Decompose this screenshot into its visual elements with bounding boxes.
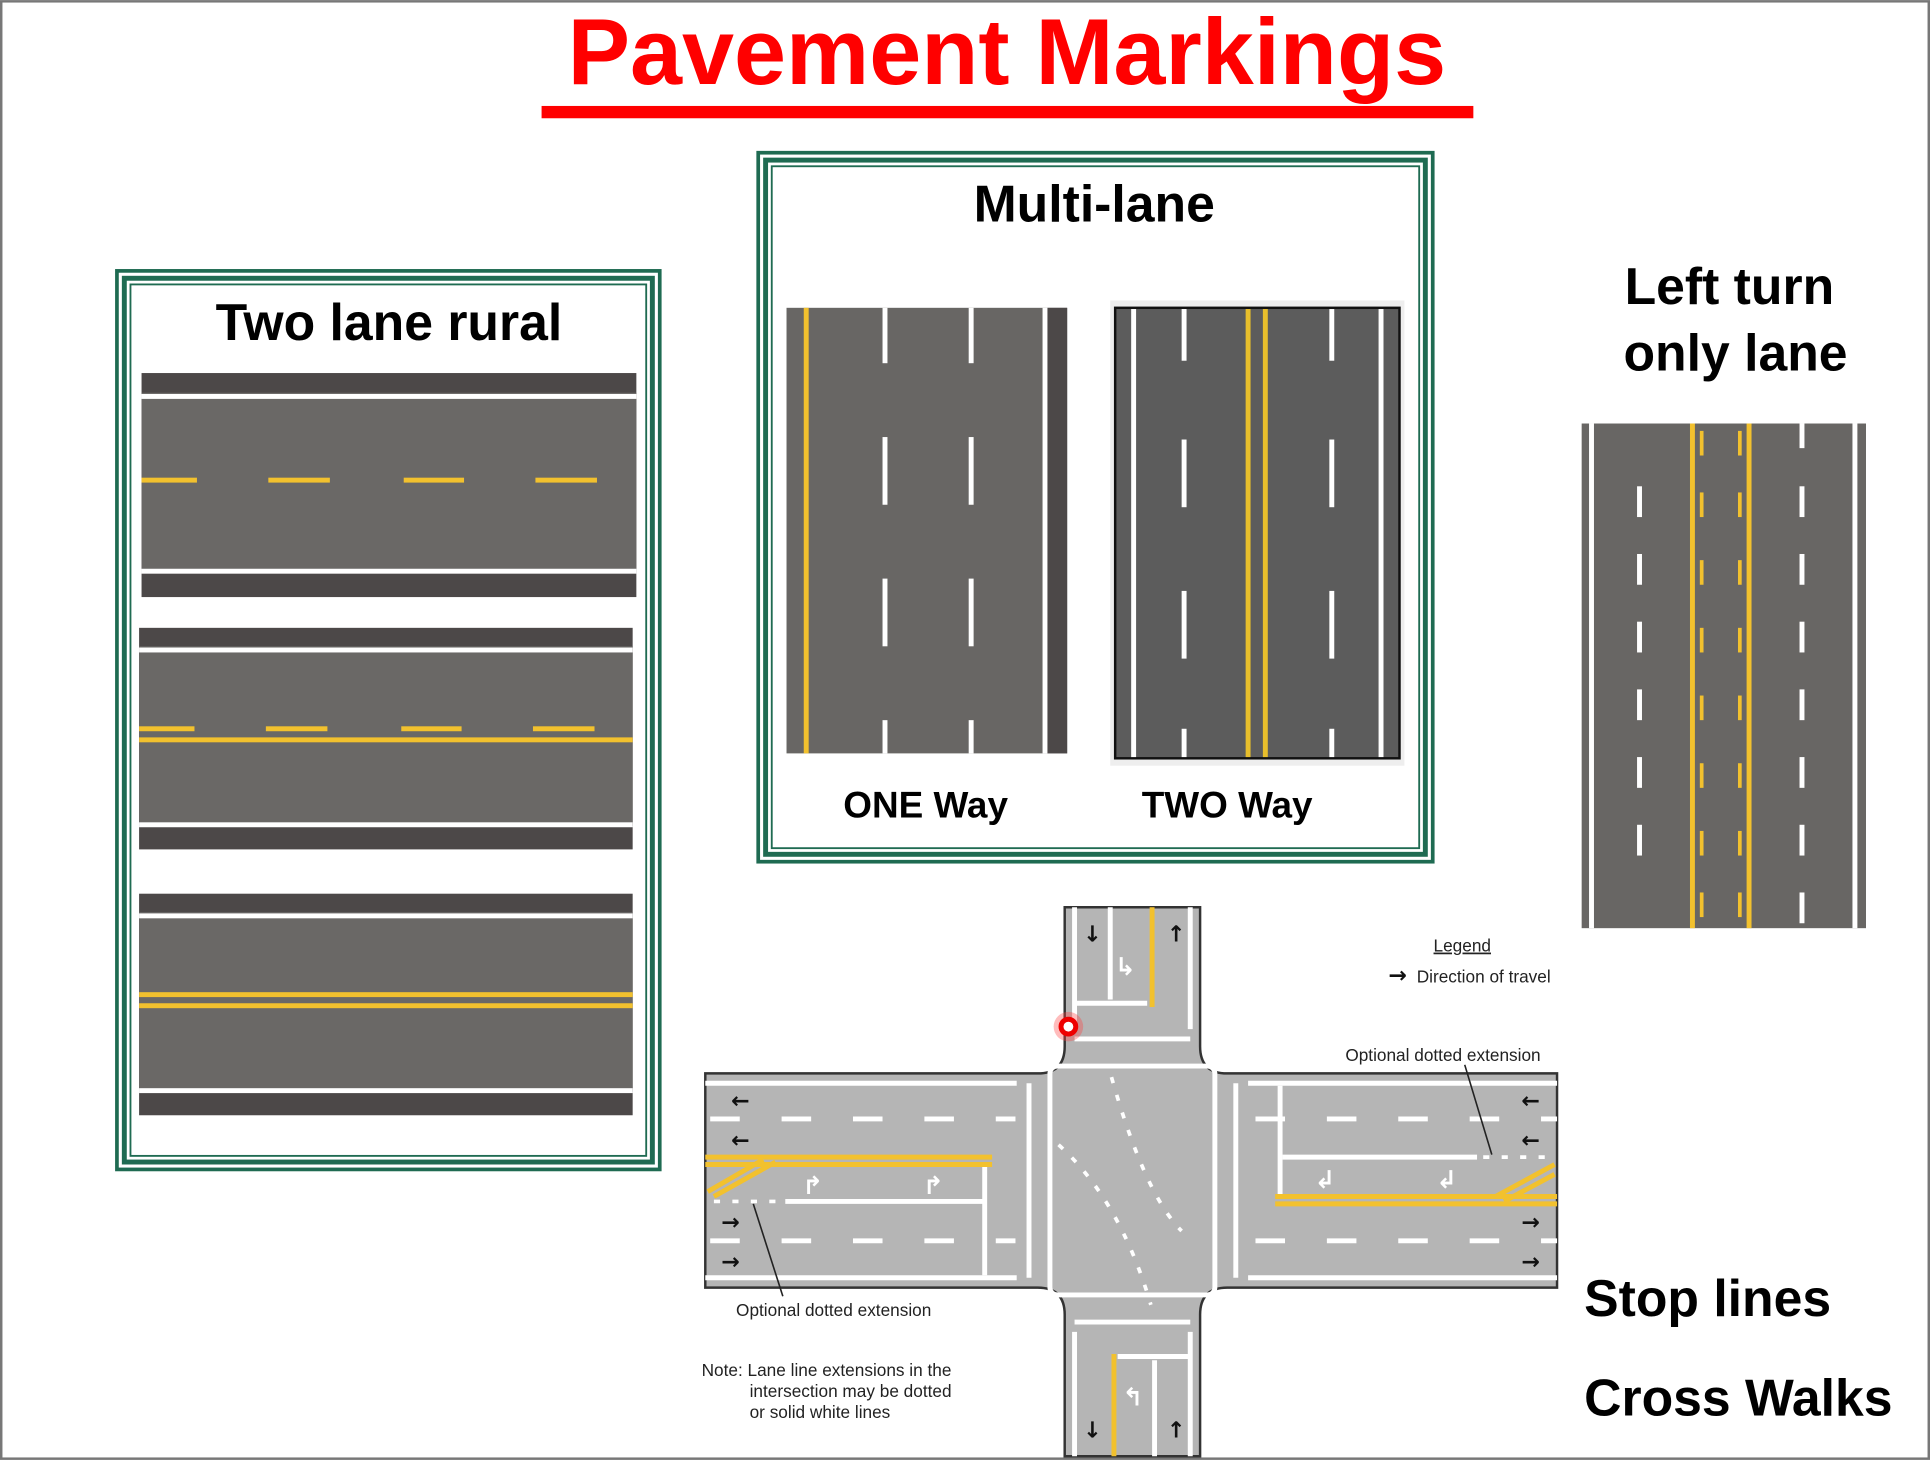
arrow-right-icon: → bbox=[721, 1249, 740, 1275]
intersection-diagram: ← ← → → ← ← → → ↓ ↑ ↓ ↑ → ↱ ↱ ↲ ↲ ↳ ↰ Legend Dire… bbox=[702, 906, 1559, 1458]
two-lane-rural-panel: Two lane rural bbox=[115, 269, 662, 1172]
turn-arrow-icon: ↰ bbox=[1123, 1383, 1144, 1412]
arrow-left-icon: ← bbox=[731, 1127, 750, 1153]
arrow-up-icon: ↑ bbox=[1167, 1418, 1186, 1444]
arrow-down-icon: ↓ bbox=[1083, 1418, 1102, 1444]
optional-extension-label-left: Optional dotted extension bbox=[736, 1300, 931, 1320]
two-way-label: TWO Way bbox=[1142, 784, 1313, 825]
arrow-up-icon: ↑ bbox=[1167, 922, 1186, 948]
two-way-road bbox=[1110, 300, 1405, 766]
turn-arrow-icon: ↱ bbox=[923, 1171, 944, 1200]
multi-lane-heading: Multi-lane bbox=[974, 175, 1215, 233]
note-line-3: or solid white lines bbox=[750, 1402, 891, 1422]
legend-arrow-icon: → bbox=[1388, 962, 1407, 988]
turn-arrow-icon: ↲ bbox=[1315, 1165, 1336, 1194]
arrow-right-icon: → bbox=[1521, 1210, 1540, 1236]
stop-lines-label: Stop lines bbox=[1584, 1269, 1831, 1327]
multi-lane-panel: Multi-lane ONE Way TWO Way bbox=[756, 150, 1435, 864]
one-way-label: ONE Way bbox=[843, 784, 1008, 825]
legend-title: Legend bbox=[1434, 936, 1491, 956]
note-line-1: Note: Lane line extensions in the bbox=[702, 1360, 952, 1380]
one-way-road bbox=[786, 307, 1068, 754]
two-lane-heading: Two lane rural bbox=[216, 293, 563, 351]
turn-arrow-icon: ↱ bbox=[803, 1171, 824, 1200]
road-broken-yellow-centerline bbox=[141, 373, 637, 598]
optional-extension-label-right: Optional dotted extension bbox=[1345, 1045, 1540, 1065]
turn-arrow-icon: ↳ bbox=[1115, 952, 1136, 981]
left-turn-lane-road bbox=[1581, 423, 1866, 929]
left-turn-heading-line1: Left turn bbox=[1625, 257, 1835, 315]
arrow-left-icon: ← bbox=[731, 1088, 750, 1114]
page-title: Pavement Markings bbox=[568, 0, 1446, 104]
arrow-right-icon: → bbox=[1521, 1249, 1540, 1275]
arrow-right-icon: → bbox=[721, 1210, 740, 1236]
road-double-yellow-centerline bbox=[139, 893, 633, 1116]
title-underline bbox=[541, 105, 1474, 119]
cursor-marker bbox=[1058, 1016, 1079, 1037]
arrow-left-icon: ← bbox=[1521, 1127, 1540, 1153]
legend-direction-of-travel: Direction of travel bbox=[1417, 966, 1551, 986]
turn-arrow-icon: ↲ bbox=[1436, 1165, 1457, 1194]
arrow-down-icon: ↓ bbox=[1083, 922, 1102, 948]
note-line-2: intersection may be dotted bbox=[750, 1381, 952, 1401]
cross-walks-label: Cross Walks bbox=[1584, 1369, 1892, 1427]
arrow-left-icon: ← bbox=[1521, 1088, 1540, 1114]
left-turn-heading-line2: only lane bbox=[1623, 324, 1847, 382]
road-passing-zone-centerline bbox=[139, 627, 633, 850]
